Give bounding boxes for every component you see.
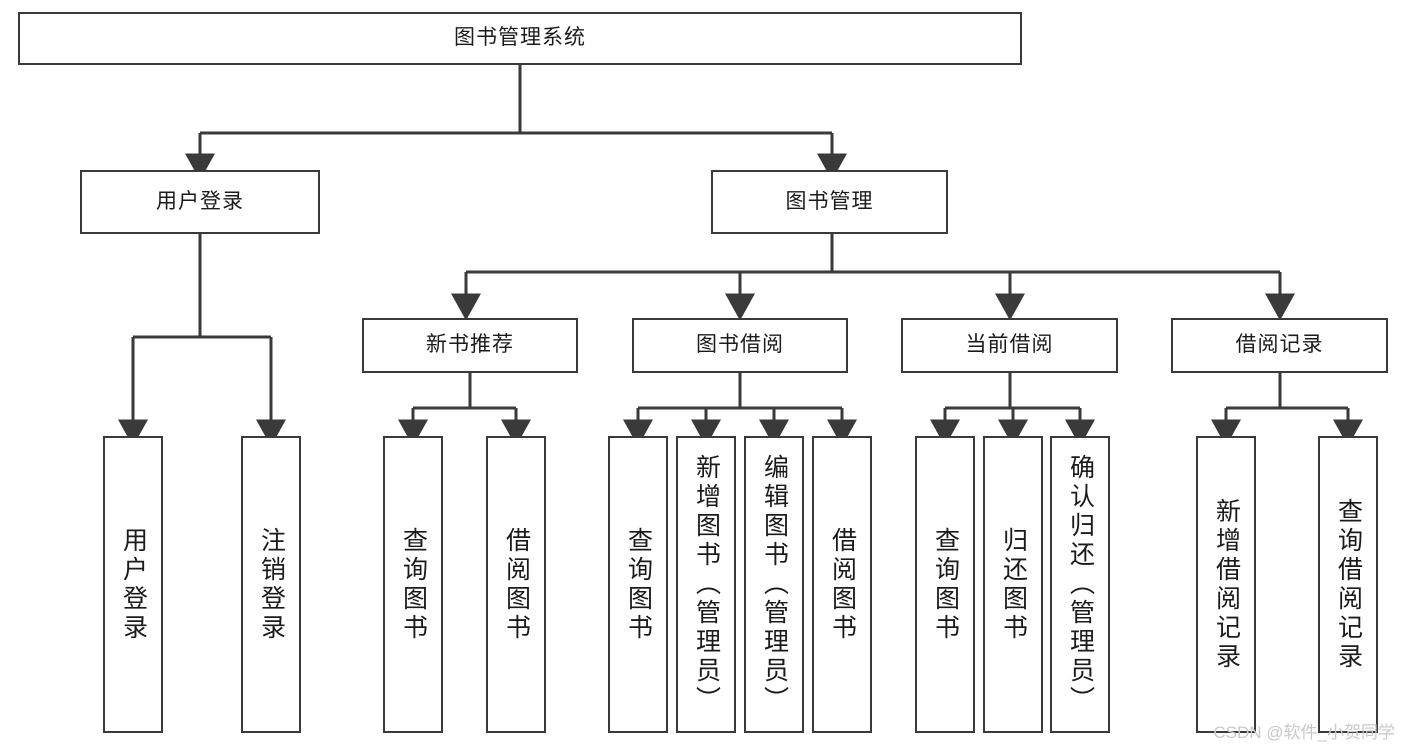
leaf-label: 确认归还（管理员） [1066,454,1095,715]
leaf-label: 新增借阅记录 [1212,497,1241,672]
leaf-label: 用户登录 [119,526,148,643]
watermark-text: CSDN @软件_小贺同学 [1213,723,1395,742]
leaf-label: 借阅图书 [828,526,857,643]
leaf-new-book-borrow[interactable]: 借阅图书 [486,436,546,733]
node-new-book-recommend[interactable]: 新书推荐 [362,318,578,373]
leaf-book-borrow-borrow[interactable]: 借阅图书 [812,436,872,733]
leaf-current-borrow-confirm-return[interactable]: 确认归还（管理员） [1050,436,1110,733]
node-book-borrow[interactable]: 图书借阅 [632,318,848,373]
leaf-label: 归还图书 [999,526,1028,643]
leaf-borrow-record-add[interactable]: 新增借阅记录 [1196,436,1256,733]
node-label: 新书推荐 [426,333,514,357]
node-user-login[interactable]: 用户登录 [80,170,320,234]
leaf-borrow-record-query[interactable]: 查询借阅记录 [1318,436,1378,733]
leaf-book-borrow-query[interactable]: 查询图书 [608,436,668,733]
node-label: 图书管理 [785,189,874,213]
leaf-book-borrow-add[interactable]: 新增图书（管理员） [676,436,736,733]
leaf-label: 查询图书 [624,526,653,643]
node-current-borrow[interactable]: 当前借阅 [901,318,1118,373]
leaf-current-borrow-return[interactable]: 归还图书 [983,436,1043,733]
leaf-label: 新增图书（管理员） [692,454,721,715]
node-book-management[interactable]: 图书管理 [711,170,948,234]
leaf-label: 注销登录 [257,526,286,643]
leaf-new-book-query[interactable]: 查询图书 [383,436,443,733]
node-label: 当前借阅 [965,333,1054,357]
node-label: 借阅记录 [1235,333,1324,357]
node-label: 图书借阅 [696,333,784,357]
leaf-user-login-login[interactable]: 用户登录 [103,436,163,733]
leaf-label: 查询借阅记录 [1334,497,1363,672]
leaf-label: 编辑图书（管理员） [760,454,789,715]
node-borrow-record[interactable]: 借阅记录 [1171,318,1388,373]
leaf-user-login-logout[interactable]: 注销登录 [241,436,301,733]
node-root-book-management-system[interactable]: 图书管理系统 [18,12,1022,65]
leaf-book-borrow-edit[interactable]: 编辑图书（管理员） [744,436,804,733]
leaf-label: 查询图书 [931,526,960,643]
node-label: 用户登录 [156,189,244,213]
leaf-current-borrow-query[interactable]: 查询图书 [915,436,975,733]
leaf-label: 查询图书 [399,526,428,643]
leaf-label: 借阅图书 [502,526,531,643]
node-label: 图书管理系统 [454,26,586,50]
